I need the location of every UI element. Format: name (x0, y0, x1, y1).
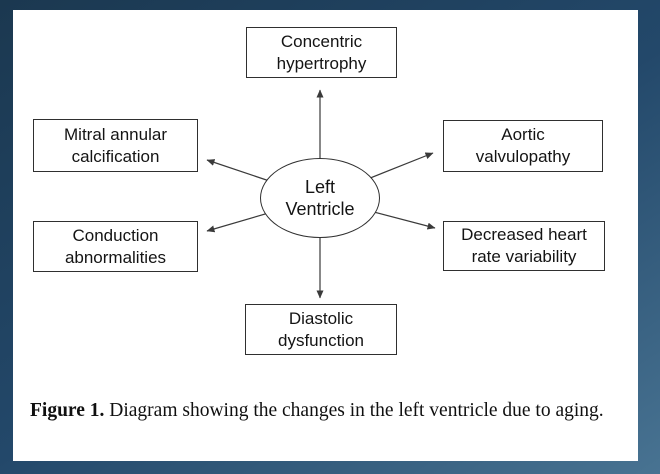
hub-left-ventricle: Left Ventricle (260, 158, 380, 238)
node-aortic-valvulopathy: Aortic valvulopathy (443, 120, 603, 172)
node-label: Decreased heart (461, 225, 587, 244)
figure-caption-label: Figure 1. (30, 399, 105, 421)
node-label: Conduction (72, 225, 159, 245)
figure-caption-text: Diagram showing the changes in the left … (104, 399, 604, 421)
hub-label-line2: Ventricle (285, 199, 355, 219)
node-label: valvulopathy (475, 147, 571, 166)
node-label: Concentric (280, 31, 363, 51)
node-decreased-heart-rate-variability: Decreased heart rate variability (443, 221, 605, 271)
node-label: rate variability (471, 247, 577, 266)
node-label: Aortic (501, 125, 545, 144)
node-diastolic-dysfunction: Diastolic dysfunction (245, 304, 397, 355)
node-concentric-hypertrophy: Concentric hypertrophy (246, 27, 397, 78)
figure-panel: Left Ventricle Concentric hypertrophy Mi… (13, 10, 638, 461)
node-conduction-abnormalities: Conduction abnormalities (33, 221, 198, 272)
node-label: abnormalities (64, 247, 167, 267)
node-label: Diastolic (288, 308, 354, 328)
hub-label-line1: Left (304, 177, 336, 197)
node-mitral-annular-calcification: Mitral annular calcification (33, 119, 198, 172)
node-label: hypertrophy (276, 53, 367, 73)
node-label: Mitral annular (64, 124, 167, 144)
node-label: calcification (71, 146, 160, 166)
figure-caption: Figure 1. Diagram showing the changes in… (30, 396, 622, 426)
node-label: dysfunction (278, 330, 364, 350)
